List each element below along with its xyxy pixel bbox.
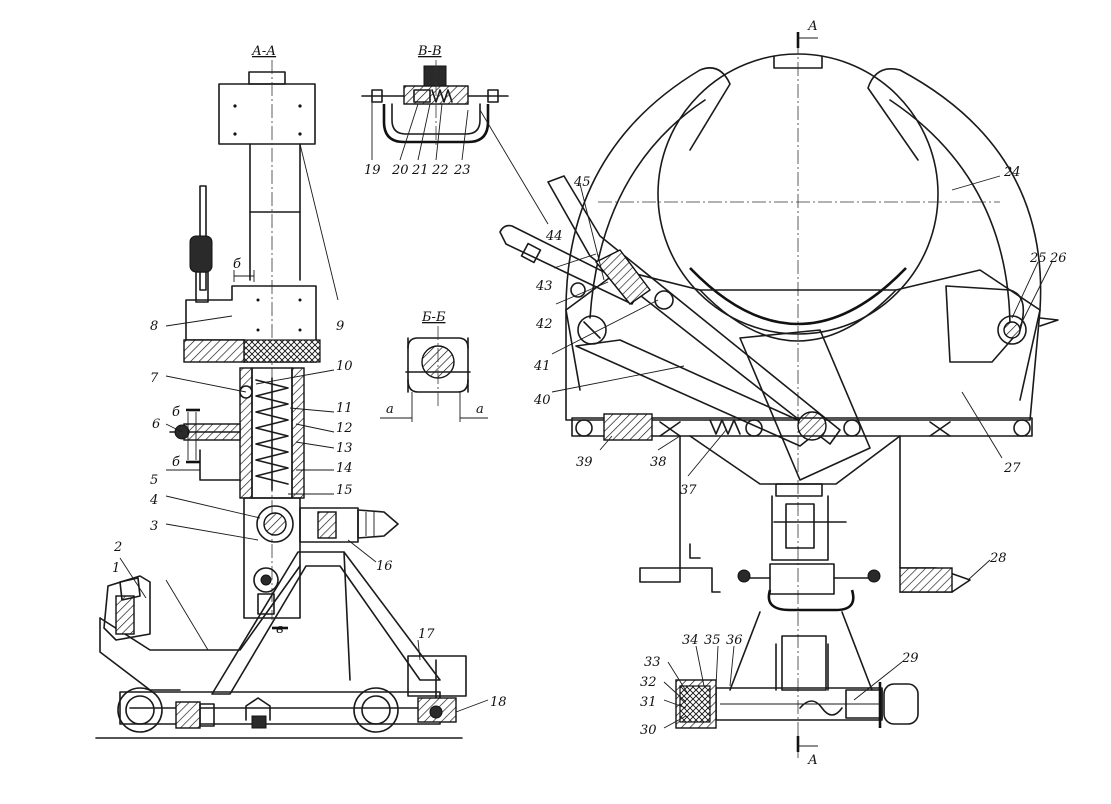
leader-lines <box>119 100 1053 729</box>
callout-41: 41 <box>533 359 551 374</box>
callout-13: 13 <box>336 441 353 456</box>
cut-label-a-top: А <box>807 19 818 34</box>
section-vv-view <box>361 60 509 148</box>
cut-label-b-1: б <box>233 257 241 272</box>
section-label-aa: А-А <box>251 44 276 59</box>
callout-18: 18 <box>490 695 507 710</box>
section-labels: А-А В-В Б-Б А А б б б в а а <box>172 19 818 768</box>
callout-1: 1 <box>112 561 120 576</box>
callout-40: 40 <box>533 393 551 408</box>
callout-42: 42 <box>535 317 553 332</box>
section-bb-view <box>380 326 488 422</box>
callout-17: 17 <box>418 627 435 642</box>
section-aa-view <box>95 60 467 739</box>
callout-44: 44 <box>545 229 563 244</box>
callout-8: 8 <box>150 319 158 334</box>
callout-34: 34 <box>682 633 699 648</box>
cut-label-a-bottom: А <box>807 753 818 768</box>
callout-20: 20 <box>391 163 409 178</box>
callout-31: 31 <box>640 695 657 710</box>
callout-11: 11 <box>336 401 353 416</box>
callout-35: 35 <box>704 633 721 648</box>
callout-32: 32 <box>640 675 657 690</box>
callout-14: 14 <box>336 461 353 476</box>
callout-36: 36 <box>726 633 743 648</box>
callout-5: 5 <box>150 473 158 488</box>
callout-30: 30 <box>640 723 657 738</box>
gap-label-a-right: а <box>476 402 484 417</box>
callout-24: 24 <box>1003 165 1021 180</box>
callout-16: 16 <box>376 559 393 574</box>
callout-29: 29 <box>901 651 919 666</box>
front-view <box>499 32 1059 760</box>
callout-21: 21 <box>411 163 429 178</box>
callout-2: 2 <box>113 540 122 555</box>
callout-12: 12 <box>336 421 353 436</box>
callout-26: 26 <box>1049 251 1067 266</box>
callout-43: 43 <box>535 279 553 294</box>
callout-25: 25 <box>1029 251 1047 266</box>
callout-6: 6 <box>152 417 160 432</box>
callout-numbers: 1 2 3 4 5 6 7 8 9 10 11 12 13 14 15 16 1… <box>112 163 1067 738</box>
callout-45: 45 <box>573 175 591 190</box>
callout-7: 7 <box>150 371 159 386</box>
callout-10: 10 <box>336 359 353 374</box>
cut-label-v: в <box>276 622 284 637</box>
cut-label-b-3: б <box>172 455 180 470</box>
callout-9: 9 <box>336 319 344 334</box>
callout-37: 37 <box>680 483 697 498</box>
callout-19: 19 <box>364 163 381 178</box>
callout-28: 28 <box>989 551 1007 566</box>
callout-4: 4 <box>149 493 158 508</box>
callout-3: 3 <box>150 519 158 534</box>
cut-label-b-2: б <box>172 405 180 420</box>
callout-23: 23 <box>453 163 471 178</box>
callout-15: 15 <box>336 483 353 498</box>
callout-22: 22 <box>431 163 449 178</box>
section-label-vv: В-В <box>417 44 442 59</box>
callout-39: 39 <box>576 455 593 470</box>
callout-38: 38 <box>650 455 667 470</box>
gap-label-a-left: а <box>386 402 394 417</box>
callout-33: 33 <box>644 655 661 670</box>
section-label-bb: Б-Б <box>421 310 446 325</box>
callout-27: 27 <box>1003 461 1021 476</box>
